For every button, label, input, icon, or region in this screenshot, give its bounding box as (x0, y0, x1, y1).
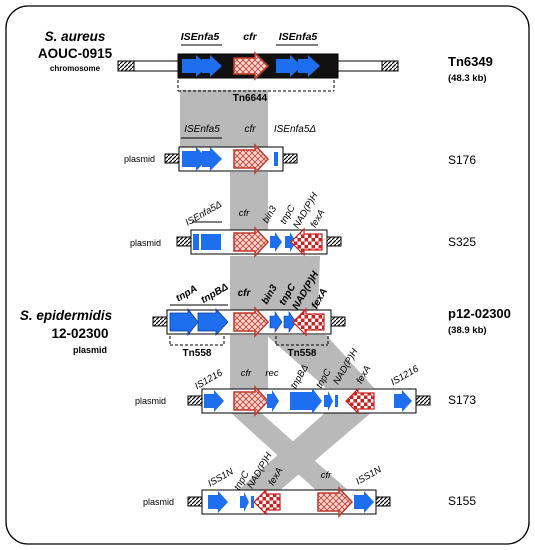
replicon-name: S176 (448, 153, 476, 167)
replicon-label: plasmid (124, 154, 155, 164)
gene-label: ISEnfa5Δ (274, 124, 317, 135)
homology-band (266, 335, 374, 388)
cfr-arrow (233, 143, 270, 175)
genes-row6 (208, 486, 374, 518)
cfr-arrow (317, 486, 354, 518)
replicon-size: (38.9 kb) (448, 325, 487, 336)
element-name: Tn6349 (448, 54, 493, 69)
is-element-arrow (354, 491, 374, 513)
replicon-name: S325 (448, 235, 476, 249)
tnpB-arrow (197, 307, 229, 337)
replicon-label: plasmid (130, 238, 161, 248)
homology-band (230, 335, 268, 390)
genes-row5 (204, 385, 412, 417)
gene-label: cfr (243, 31, 257, 43)
replicon-name: S155 (448, 494, 476, 508)
is-element-arrow (208, 491, 228, 513)
is-element-fragment (193, 234, 199, 250)
bin3-arrow (270, 232, 282, 252)
tnpC-arrow (283, 311, 297, 333)
replicon-label: plasmid (143, 497, 174, 507)
strain-label: AOUC-0915 (38, 46, 113, 61)
bin3-arrow (269, 311, 283, 333)
fexA-arrow (345, 387, 375, 415)
gene-label: ISEnfa5 (279, 31, 318, 43)
gene-label: cfr (239, 208, 250, 219)
gene-label: cfr (241, 368, 252, 379)
genes-row1 (182, 51, 320, 81)
rec-arrow (267, 390, 279, 412)
homology-band (268, 256, 320, 310)
cfr-arrow (233, 385, 270, 417)
element-label: Tn6644 (233, 93, 268, 104)
is-element-fragment (201, 234, 221, 250)
element-label: Tn558 (288, 348, 317, 359)
replicon-name: p12-02300 (448, 306, 511, 321)
fexA-arrow (292, 307, 325, 337)
is-element-arrow (298, 55, 320, 77)
fexA-arrow (290, 227, 323, 257)
gene-label: rec (265, 368, 278, 379)
is-element-arrow (182, 147, 208, 171)
homology-band (180, 90, 268, 148)
gene-label: ISEnfa5 (181, 31, 220, 43)
gene-label: cfr (321, 470, 332, 481)
gene-label: ISEnfa5 (184, 124, 220, 135)
fexA-arrow (253, 488, 281, 516)
replicon-name: S173 (448, 393, 476, 407)
organism-label: S. aureus (45, 29, 106, 44)
element-label: Tn558 (183, 348, 212, 359)
genes-row3 (193, 226, 323, 258)
is-element-arrow (202, 55, 222, 77)
small-orf (251, 496, 254, 508)
cfr-arrow (233, 51, 270, 81)
is-element-arrow (204, 390, 224, 412)
homology-bands (180, 90, 374, 492)
homology-band (236, 412, 372, 492)
homology-band (230, 172, 268, 230)
is-element-arrow (276, 55, 302, 77)
element-size: (48.3 kb) (448, 73, 487, 84)
is-element-arrow (182, 55, 208, 77)
small-orf (335, 395, 338, 407)
gene-label: cfr (238, 288, 252, 299)
cfr-arrow (233, 226, 270, 258)
is-element-fragment (274, 152, 278, 166)
tnpC-arrow (240, 492, 249, 512)
genes-row2 (182, 143, 278, 175)
homology-band (230, 256, 268, 310)
is-element-arrow (202, 147, 222, 171)
replicon-label: plasmid (73, 345, 107, 355)
cfr-arrow (233, 306, 270, 338)
replicon-label: plasmid (135, 396, 166, 406)
is-element-arrow (394, 390, 412, 412)
organism-label: S. epidermidis (20, 308, 113, 323)
tnpC-arrow (324, 391, 333, 411)
tnpA-arrow (169, 307, 199, 337)
strain-label: 12-02300 (51, 326, 108, 341)
replicon-label: chromosome (50, 64, 101, 73)
genes-row4 (169, 306, 325, 338)
gene-label: cfr (244, 124, 256, 135)
tnpB-arrow (290, 388, 322, 414)
